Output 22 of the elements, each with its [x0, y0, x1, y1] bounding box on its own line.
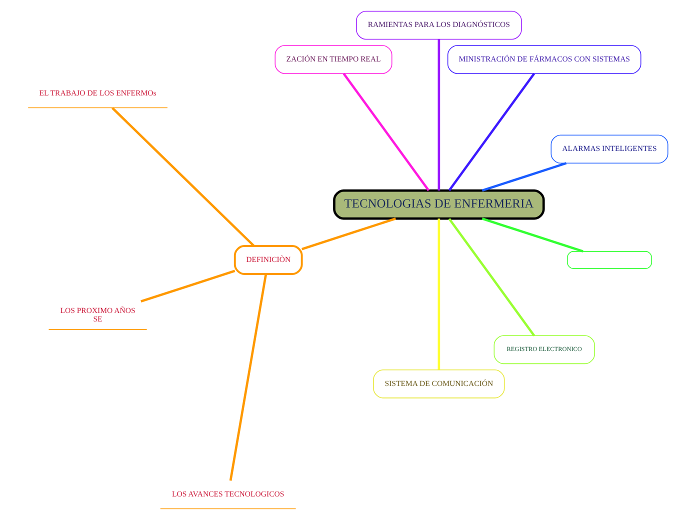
- node-box: ZACIÓN EN TIEMPO REAL: [274, 45, 392, 74]
- node-box: MINISTRACIÓN DE FÁRMACOS CON SISTEMAS: [447, 45, 642, 74]
- connector: [438, 218, 440, 370]
- node-box: ALARMAS INTELIGENTES: [550, 134, 668, 164]
- connector: [448, 218, 536, 336]
- node-box: [567, 251, 652, 269]
- node-box: RAMIENTAS PARA LOS DIAGNÓSTICOS: [356, 10, 522, 40]
- connector: [302, 218, 396, 250]
- node-box: TECNOLOGIAS DE ENFERMERIA: [333, 189, 545, 220]
- connector: [229, 274, 268, 481]
- connector: [448, 72, 536, 192]
- connector: [482, 162, 567, 192]
- connector: [111, 107, 255, 247]
- node-text: EL TRABAJO DE LOS ENFERMOs: [39, 88, 156, 98]
- node-text: LOS PROXIMO AÑOS SE: [60, 306, 136, 324]
- node-text: LOS AVANCES TECNOLOGICOS: [172, 490, 284, 499]
- connector: [482, 218, 584, 253]
- node-box: SISTEMA DE COMUNICACIÓN: [373, 370, 505, 398]
- node-box: DEFINICIÒN: [234, 245, 303, 275]
- connector: [438, 39, 440, 190]
- connector: [140, 270, 236, 303]
- connector: [342, 72, 430, 192]
